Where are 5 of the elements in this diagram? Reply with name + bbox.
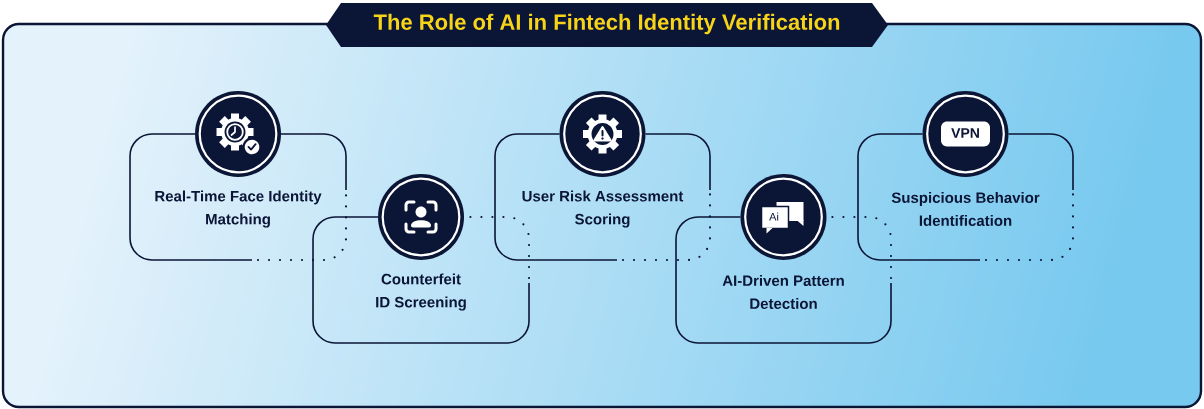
feature-box: Counterfeit ID Screening: [312, 215, 531, 344]
feature-box: Real-Time Face Identity Matching: [129, 133, 348, 262]
feature-box: User Risk Assessment Scoring: [494, 133, 712, 262]
title-banner: The Role of AI in Fintech Identity Verification: [326, 3, 888, 47]
icon-label: Ai: [769, 212, 779, 221]
